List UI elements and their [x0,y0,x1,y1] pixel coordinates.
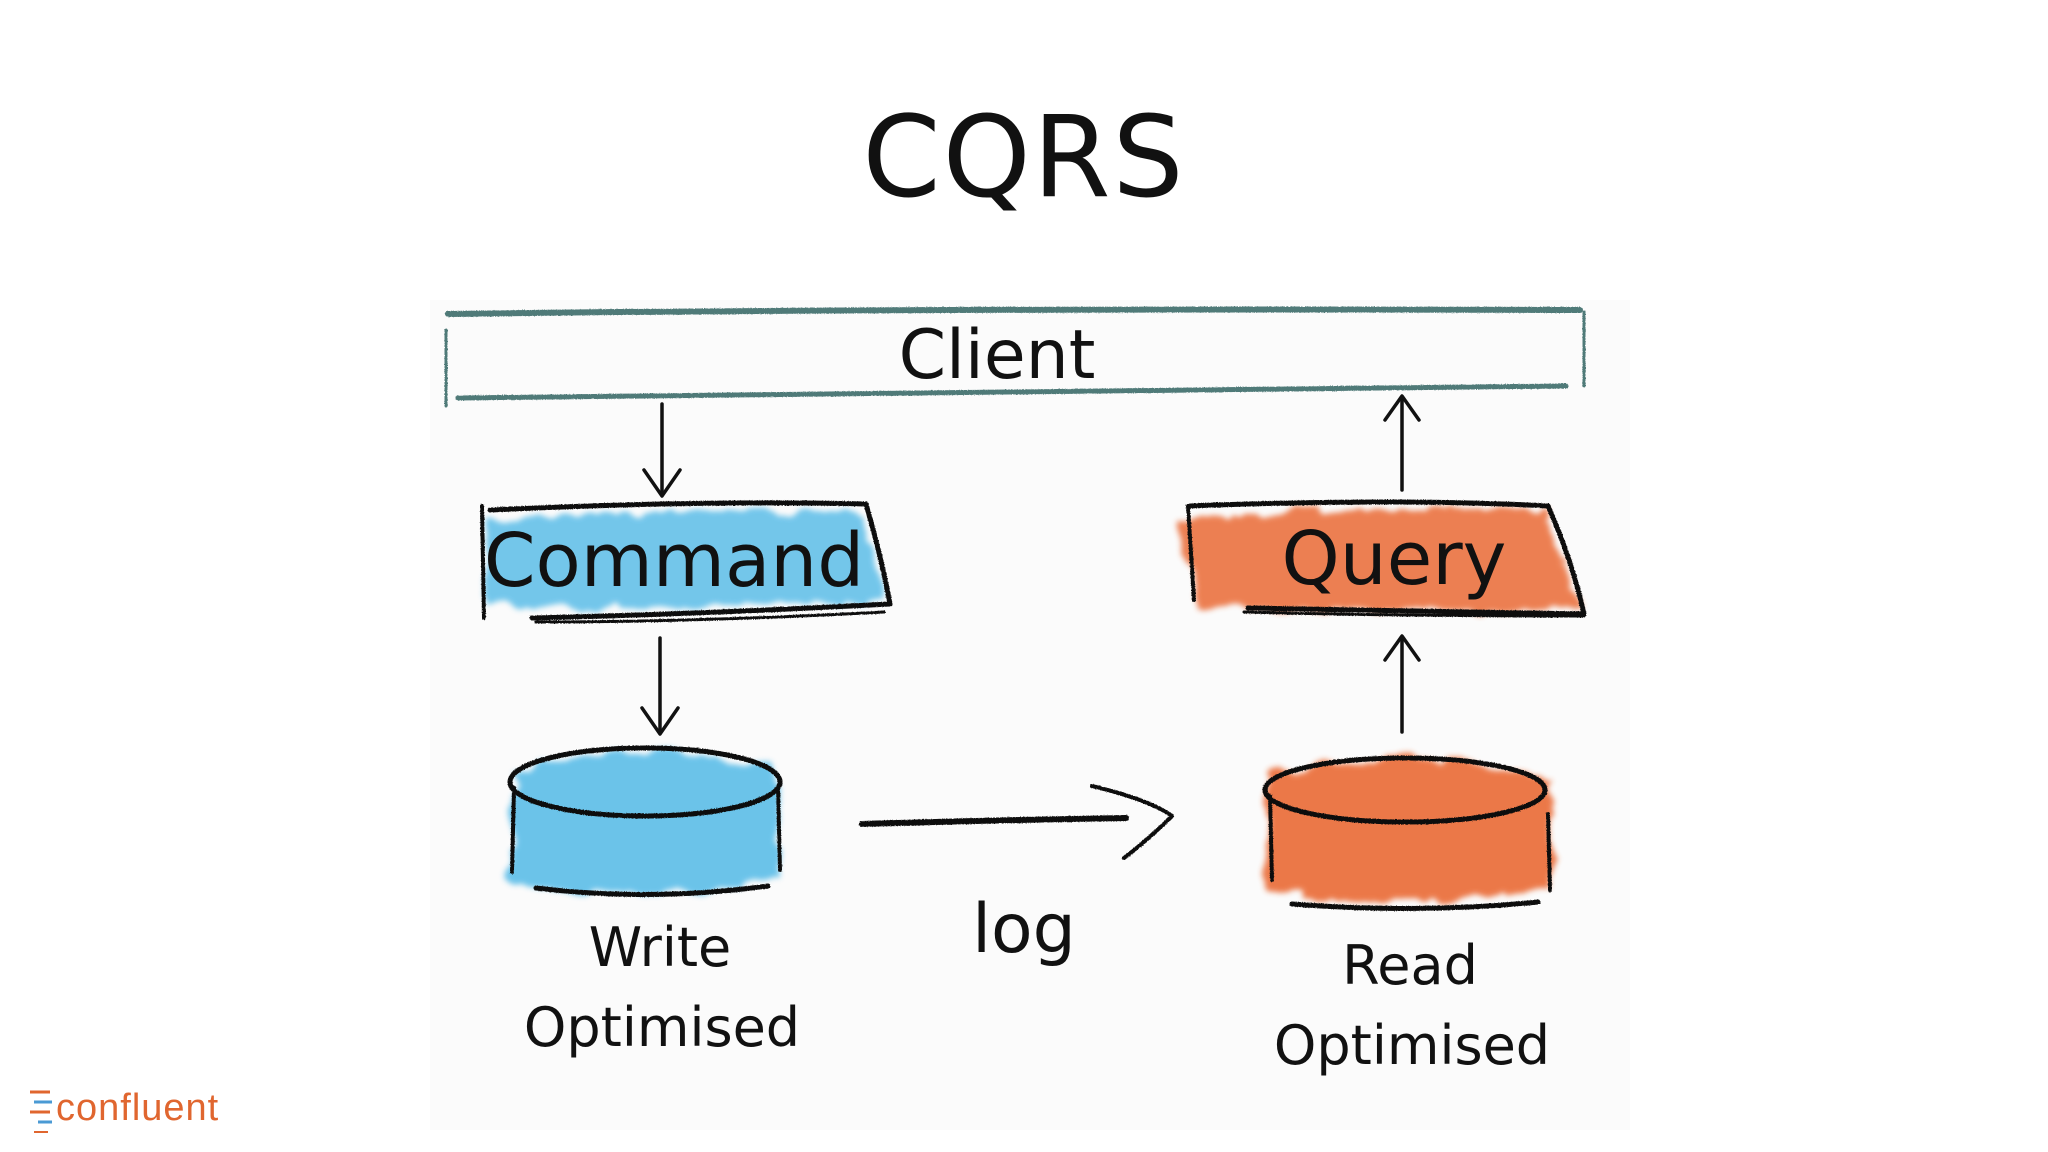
logo-text: confluent [56,1087,219,1129]
arrow-read-store-to-query [1383,634,1421,734]
client-label: Client [899,316,1096,395]
confluent-logo: confluent [30,1087,219,1133]
log-arrow [859,784,1174,860]
command-box: Command [480,500,893,624]
query-box: Query [1182,499,1587,618]
diagram-title: CQRS [862,93,1185,223]
write-store [507,745,783,898]
client-bar-bottom-line [455,383,1569,401]
read-store-wash [1268,759,1552,900]
arrow-command-to-write-store [640,636,680,736]
client-box [444,306,1586,408]
arrow-client-to-command [642,402,682,498]
write-store-wash [512,752,780,895]
read-store-label-line2: Optimised [1274,1014,1550,1077]
write-store-label-line2: Optimised [524,996,800,1059]
query-wash [1182,508,1580,611]
arrow-query-to-client [1383,394,1421,492]
query-label: Query [1282,516,1507,602]
log-label: log [972,890,1076,969]
command-wash [486,510,882,609]
read-store-label-line1: Read [1342,934,1478,997]
logo-mark-icon [30,1090,52,1133]
write-store-label-line1: Write [589,916,732,979]
read-store [1262,755,1552,912]
paper-background [430,300,1630,1130]
command-label: Command [484,518,864,604]
client-bar-top-line [445,306,1583,317]
